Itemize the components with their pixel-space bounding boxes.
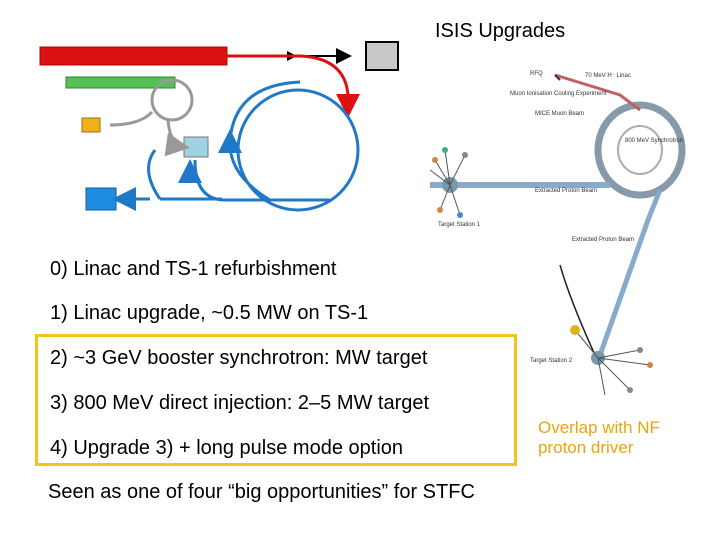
small-gray-ring: [150, 78, 194, 122]
orange-block: [81, 117, 101, 133]
linac-line: [554, 73, 641, 112]
upgrade-item-4: 4) Upgrade 3) + long pulse mode option: [50, 437, 404, 459]
map-label-ts2: Target Station 2: [530, 358, 573, 364]
highlight-box: [35, 334, 517, 466]
map-label-muon-station: Muon Ionisation Cooling Experiment: [510, 91, 607, 97]
slide-title: ISIS Upgrades: [435, 20, 566, 42]
footer-text: Seen as one of four “big opportunities” …: [48, 481, 475, 503]
map-label-extracted-beam-2: Extracted Proton Beam: [572, 237, 634, 243]
ts1-map-cluster: [429, 147, 468, 218]
ts1-box: [365, 41, 399, 71]
upgrade-item-2: 2) ~3 GeV booster synchrotron: MW target: [50, 347, 428, 369]
synchrotron-ring: [594, 101, 686, 199]
upgrade-item-3: 3) 800 MeV direct injection: 2–5 MW targ…: [50, 392, 430, 414]
red-injection-path: [227, 54, 360, 118]
upgrade-item-0: 0) Linac and TS-1 refurbishment: [50, 258, 337, 280]
ts2-beam-line: [597, 189, 663, 356]
ts2-map-cluster: [570, 325, 653, 396]
map-label-mice-beam: MICE Muon Beam: [535, 111, 584, 117]
overlap-note: Overlap with NF proton driver: [538, 418, 660, 457]
map-label-ts1: Target Station 1: [438, 222, 481, 228]
map-label-extracted-beam: Extracted Proton Beam: [535, 188, 597, 194]
upgrade-item-1: 1) Linac upgrade, ~0.5 MW on TS-1: [50, 302, 369, 324]
map-label-synchrotron: 800 MeV Synchrotron: [625, 138, 683, 144]
map-label-rfq: RFQ: [530, 71, 543, 77]
green-bar: [65, 76, 176, 89]
map-label-linac: 70 MeV H⁻ Linac: [585, 73, 631, 79]
